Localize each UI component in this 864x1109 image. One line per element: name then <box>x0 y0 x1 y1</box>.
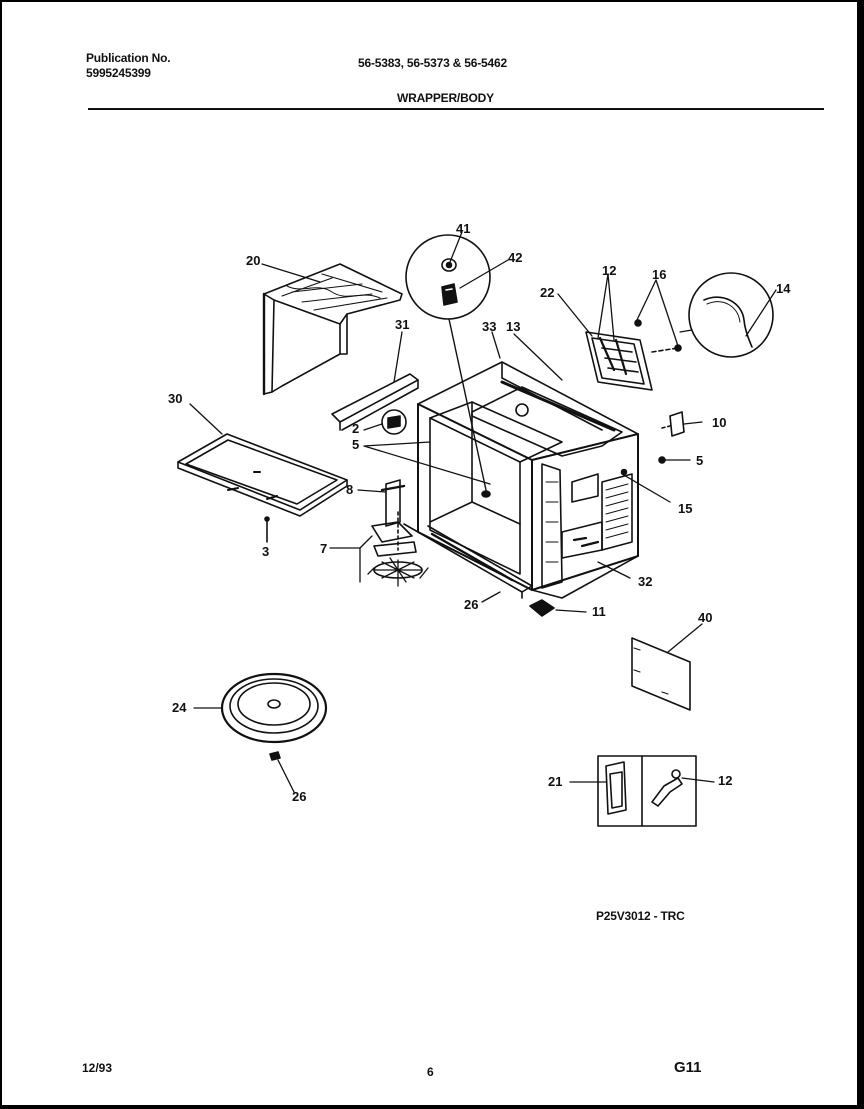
callout-26: 26 <box>292 789 307 804</box>
callout-25: 26 <box>464 597 479 612</box>
part-bracket-22 <box>585 319 682 391</box>
section-title: WRAPPER/BODY <box>397 91 494 105</box>
footer-date: 12/93 <box>82 1061 113 1075</box>
callout-32: 32 <box>638 574 653 589</box>
callout-42: 42 <box>508 250 523 265</box>
callout-12: 12 <box>602 263 617 278</box>
figure-code: P25V3012 - TRC <box>596 909 685 923</box>
callout-3: 3 <box>262 544 270 559</box>
part-rail-31 <box>331 373 419 431</box>
callout-8: 8 <box>346 482 354 497</box>
callout-5: 5 <box>352 437 360 452</box>
callout-leader-lines <box>189 231 777 793</box>
callout-7: 7 <box>320 541 328 556</box>
part-main-body <box>403 361 639 599</box>
part-stirrer-7 <box>367 511 429 587</box>
part-2 <box>381 409 407 435</box>
callout-20: 20 <box>246 253 261 268</box>
publication-number: 5995245399 <box>86 66 151 80</box>
callout-16: 16 <box>652 267 667 282</box>
part-detail-circle-14 <box>679 272 774 358</box>
part-outer-wrapper <box>262 263 403 396</box>
part-5-screw <box>620 456 666 476</box>
callout-22: 22 <box>540 285 555 300</box>
model-numbers: 56-5383, 56-5373 & 56-5462 <box>358 56 507 70</box>
callout-41: 41 <box>456 221 471 236</box>
callout-14: 14 <box>776 281 791 296</box>
callout-2: 2 <box>352 421 360 436</box>
header-rule <box>88 108 824 110</box>
callout-33: 33 <box>482 319 497 334</box>
footer-page: 6 <box>427 1065 434 1079</box>
callout-11: 11 <box>592 604 606 619</box>
part-tray-30 <box>177 433 348 543</box>
callout-15: 15 <box>678 501 693 516</box>
callout-13: 13 <box>506 319 521 334</box>
callout-24: 24 <box>172 700 187 715</box>
part-8 <box>380 479 406 527</box>
part-turntable-24 <box>220 672 328 761</box>
callout-40: 40 <box>698 610 713 625</box>
callout-31: 31 <box>395 317 410 332</box>
part-detail-box-21-12 <box>597 755 697 827</box>
callout-10: 10 <box>712 415 727 430</box>
callout-30: 30 <box>168 391 183 406</box>
callout-21: 21 <box>548 774 563 789</box>
callout-5-right: 5 <box>696 453 704 468</box>
callout-12-detail: 12 <box>718 773 733 788</box>
publication-label: Publication No. <box>86 51 171 65</box>
footer-section: G11 <box>674 1059 702 1076</box>
part-10 <box>661 411 685 437</box>
part-40-panel <box>631 637 691 711</box>
part-11 <box>529 599 555 617</box>
